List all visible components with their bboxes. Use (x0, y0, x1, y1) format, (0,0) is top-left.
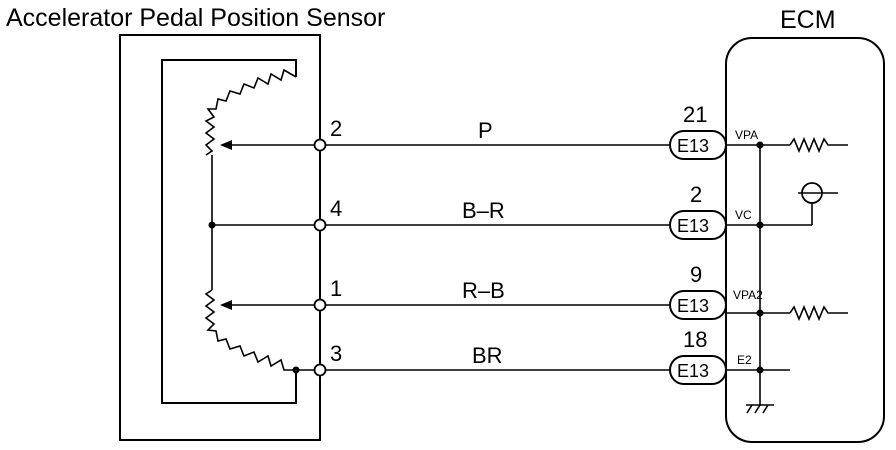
ecm-connector-capsule (669, 290, 727, 320)
ecm-pin-number: 18 (683, 327, 707, 352)
ecm-junction (756, 366, 764, 374)
connector-label: E13 (677, 361, 709, 381)
connector-label: E13 (677, 296, 709, 316)
sensor-pin-4-terminal (313, 218, 327, 232)
ecm-resistor-vpa (789, 136, 848, 154)
upper-resistor (204, 68, 297, 156)
connector-label: E13 (677, 216, 709, 236)
sensor-pin-3-terminal (313, 363, 327, 377)
sensor-housing (119, 34, 321, 441)
sensor-title: Accelerator Pedal Position Sensor (6, 4, 385, 32)
ecm-junction (756, 221, 764, 229)
ground-icon (746, 404, 774, 414)
wire-color-label: R–B (462, 278, 505, 303)
ecm-terminal-name: VPA2 (733, 288, 763, 302)
ecm-terminal-name: VC (735, 208, 752, 222)
sensor-pin-label: 4 (330, 196, 342, 221)
ecm-terminal-name: E2 (737, 353, 752, 367)
wire-color-label: P (478, 118, 493, 143)
upper-wiper-arrow (220, 140, 232, 150)
sensor-pin-label: 1 (330, 276, 342, 301)
ecm-junction (756, 309, 764, 317)
wire-color-label: B–R (462, 198, 505, 223)
sensor-pin-1-terminal (313, 298, 327, 312)
sensor-inner-frame (161, 59, 297, 404)
ecm-junction (756, 141, 764, 149)
ecm-pin-number: 9 (690, 262, 702, 287)
connector-label: E13 (677, 136, 709, 156)
ecm-title: ECM (780, 6, 836, 34)
sensor-pin-2-terminal (313, 138, 327, 152)
wire-color-label: BR (472, 343, 503, 368)
sensor-pin-label: 3 (330, 341, 342, 366)
lower-wiper-arrow (220, 300, 232, 310)
ecm-pin-number: 21 (683, 102, 707, 127)
sensor-pin-label: 2 (330, 116, 342, 141)
ecm-terminal-name: VPA (735, 128, 758, 142)
lower-resistor (204, 289, 296, 371)
ecm-pin-number: 2 (690, 182, 702, 207)
ecm-body (725, 37, 885, 443)
ecm-resistor-vpa2 (789, 304, 848, 322)
